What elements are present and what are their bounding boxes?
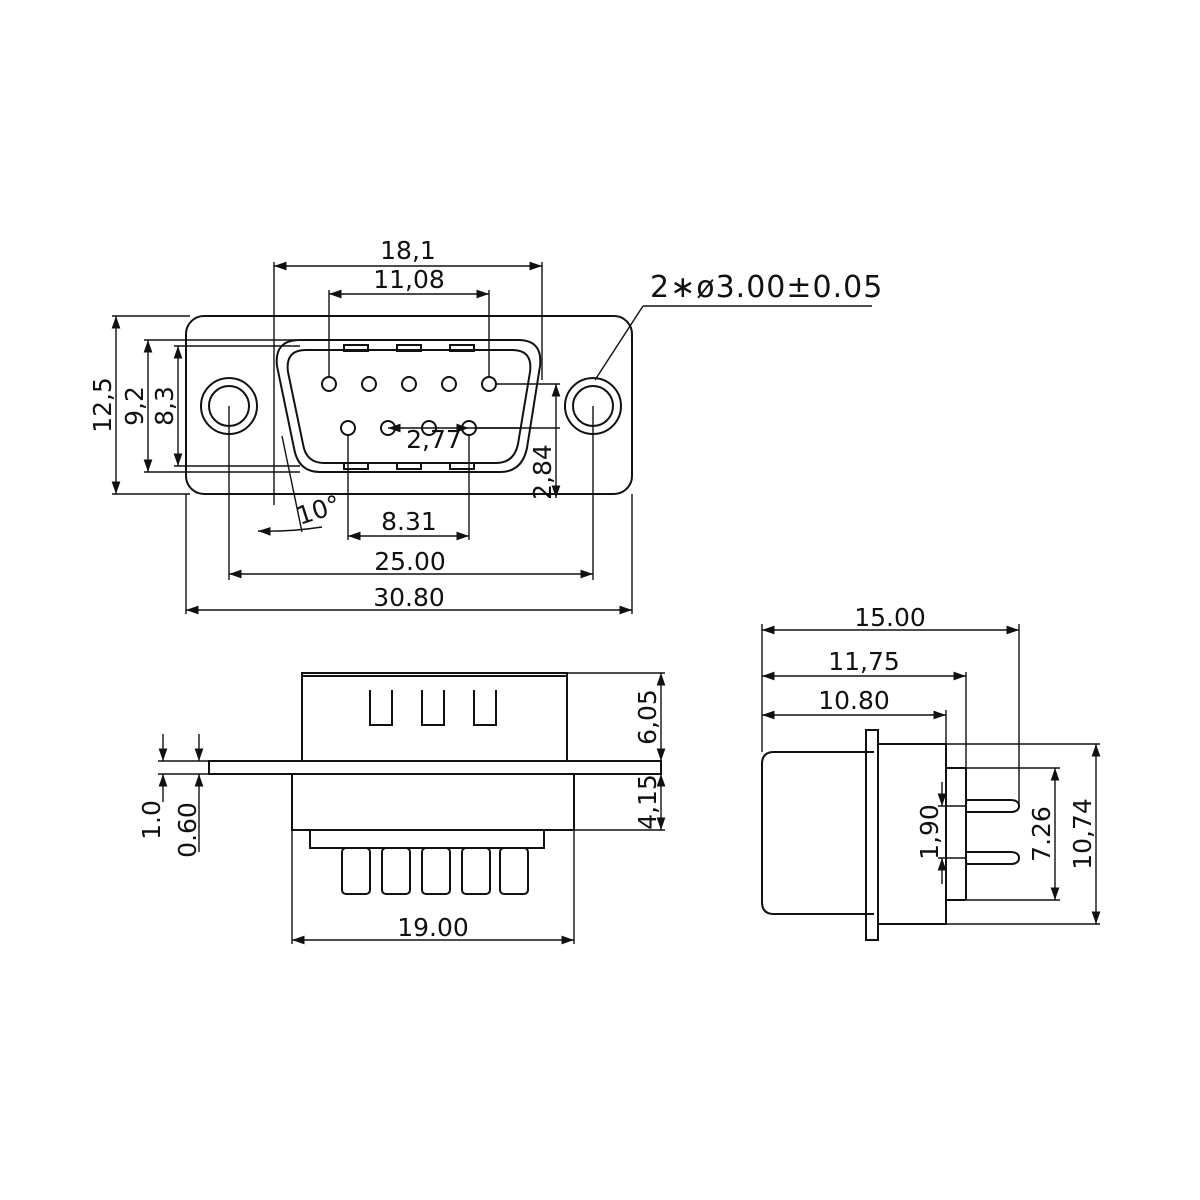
- dim-mount-hole-spacing: 25.00: [374, 547, 446, 576]
- pin-hole: [361, 376, 377, 392]
- pin: [381, 847, 411, 895]
- dim-body-width: 19.00: [397, 913, 469, 942]
- dimple: [449, 462, 475, 470]
- dim-draft-angle: 10°: [293, 489, 344, 530]
- pin-side-upper: [966, 799, 1021, 813]
- dim-row-spacing: 2,77: [406, 425, 462, 454]
- pin: [341, 847, 371, 895]
- dim-pin-row-top-width: 11,08: [373, 265, 445, 294]
- shell-inner: [286, 349, 532, 464]
- dim-depth-pins: 11,75: [828, 647, 900, 676]
- pin: [421, 847, 451, 895]
- dim-depth-body: 10.80: [818, 686, 890, 715]
- pin-hole: [321, 376, 337, 392]
- dim-flange-thickness-sheet: 0.60: [173, 802, 202, 858]
- side-view: 15.00 11,75 10.80 1,90 7.26 10,74: [761, 603, 1101, 941]
- dim-flange-height: 12,5: [88, 377, 117, 433]
- bottom-view: 6,05 4,15 1.0 0.60 19.00: [137, 672, 666, 945]
- dim-pin-row-span: 7.26: [1027, 806, 1056, 862]
- dim-shell-outer-width: 18,1: [380, 236, 436, 265]
- dim-row-offset: 2,84: [528, 444, 557, 500]
- dim-insulator-height: 4,15: [633, 774, 662, 830]
- flange-outline: [185, 315, 633, 495]
- callout-mount-hole: 2∗ø3.00±0.05: [650, 270, 883, 305]
- pin-side-lower: [966, 851, 1021, 865]
- shell-outer: [275, 339, 542, 473]
- pin: [499, 847, 529, 895]
- front-view: 18,1 11,08 2∗ø3.00±0.05 12,5 9,2 8,3 2,7…: [88, 236, 883, 615]
- pin-hole: [340, 420, 356, 436]
- dimple: [449, 344, 475, 352]
- shell-body: [301, 672, 568, 762]
- flange-side: [865, 729, 879, 941]
- dim-shell-height: 6,05: [633, 689, 662, 745]
- dimple-slot: [473, 690, 497, 726]
- insulator-body: [291, 773, 575, 831]
- dimple-slot: [369, 690, 393, 726]
- dimple: [343, 344, 369, 352]
- shell-side: [761, 751, 874, 915]
- pin-base: [309, 829, 545, 849]
- dimple: [343, 462, 369, 470]
- flange-plate: [208, 760, 662, 775]
- dim-flange-width: 30.80: [373, 583, 445, 612]
- dimple-slot: [421, 690, 445, 726]
- pin-hole: [481, 376, 497, 392]
- dim-shell-outer-height: 9,2: [120, 386, 149, 426]
- dim-shell-inner-height: 8,3: [150, 386, 179, 426]
- dim-flange-thickness-total: 1.0: [137, 800, 166, 840]
- dimple: [396, 462, 422, 470]
- dim-total-height: 10,74: [1068, 798, 1097, 870]
- dim-pin-row-bottom-width: 8.31: [381, 507, 437, 536]
- pin-hole: [441, 376, 457, 392]
- pin: [461, 847, 491, 895]
- dim-pin-pitch: 1,90: [915, 804, 944, 860]
- dimple: [396, 344, 422, 352]
- pin-hole: [401, 376, 417, 392]
- dim-depth-total: 15.00: [854, 603, 926, 632]
